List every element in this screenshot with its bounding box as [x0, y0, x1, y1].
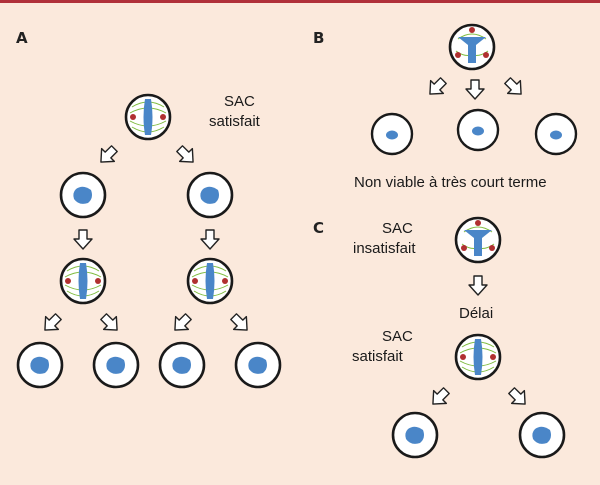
panel-a-mitotic-cell [124, 93, 172, 141]
panel-b-cell-3 [534, 112, 578, 156]
panel-c-sac-label-1: SAC [382, 220, 413, 237]
panel-a-daughter-cell-right [186, 171, 234, 219]
panel-b-tripolar-cell [448, 23, 496, 71]
panel-a-mitotic-right [186, 257, 234, 305]
panel-b-caption: Non viable à très court terme [354, 174, 547, 191]
arrow-b2 [465, 79, 485, 100]
panel-c-sac2-label-1: SAC [382, 328, 413, 345]
panel-b-cell-2 [456, 108, 500, 152]
panel-c-letter: C [313, 219, 324, 237]
arrow-a1 [93, 141, 122, 170]
panel-a-letter: A [16, 29, 28, 47]
panel-a-grand-cell-2 [92, 341, 140, 389]
panel-c-sac-label-2: insatisfait [353, 240, 416, 257]
arrow-b3 [500, 73, 529, 102]
arrow-b1 [422, 73, 451, 102]
panel-c-sac2-label-2: satisfait [352, 348, 404, 365]
arrow-a2 [172, 141, 201, 170]
panel-a-grand-cell-1 [16, 341, 64, 389]
arrow-a6 [96, 309, 125, 338]
panel-c-mitotic-cell [454, 333, 502, 381]
panel-b-letter: B [313, 29, 324, 47]
arrow-c2 [425, 383, 454, 412]
arrow-a5 [37, 309, 66, 338]
arrow-c1 [468, 275, 488, 296]
panel-a-mitotic-left [59, 257, 107, 305]
panel-c-delay-label: Délai [459, 305, 493, 322]
arrow-a8 [226, 309, 255, 338]
panel-a-daughter-cell-left [59, 171, 107, 219]
panel-c-tripolar-cell [454, 216, 502, 264]
panel-c-cell-left [391, 411, 439, 459]
arrow-a3 [73, 229, 93, 250]
panel-a-sac-label-2: satisfait [209, 113, 261, 130]
panel-a-grand-cell-4 [234, 341, 282, 389]
panel-a-grand-cell-3 [158, 341, 206, 389]
panel-c-cell-right [518, 411, 566, 459]
diagram-svg: A SAC satisfait B Non viable à très cour… [16, 23, 578, 459]
arrow-a7 [167, 309, 196, 338]
arrow-a4 [200, 229, 220, 250]
arrow-c3 [504, 383, 533, 412]
panel-b-cell-1 [370, 112, 414, 156]
panel-a-sac-label-1: SAC [224, 93, 255, 110]
